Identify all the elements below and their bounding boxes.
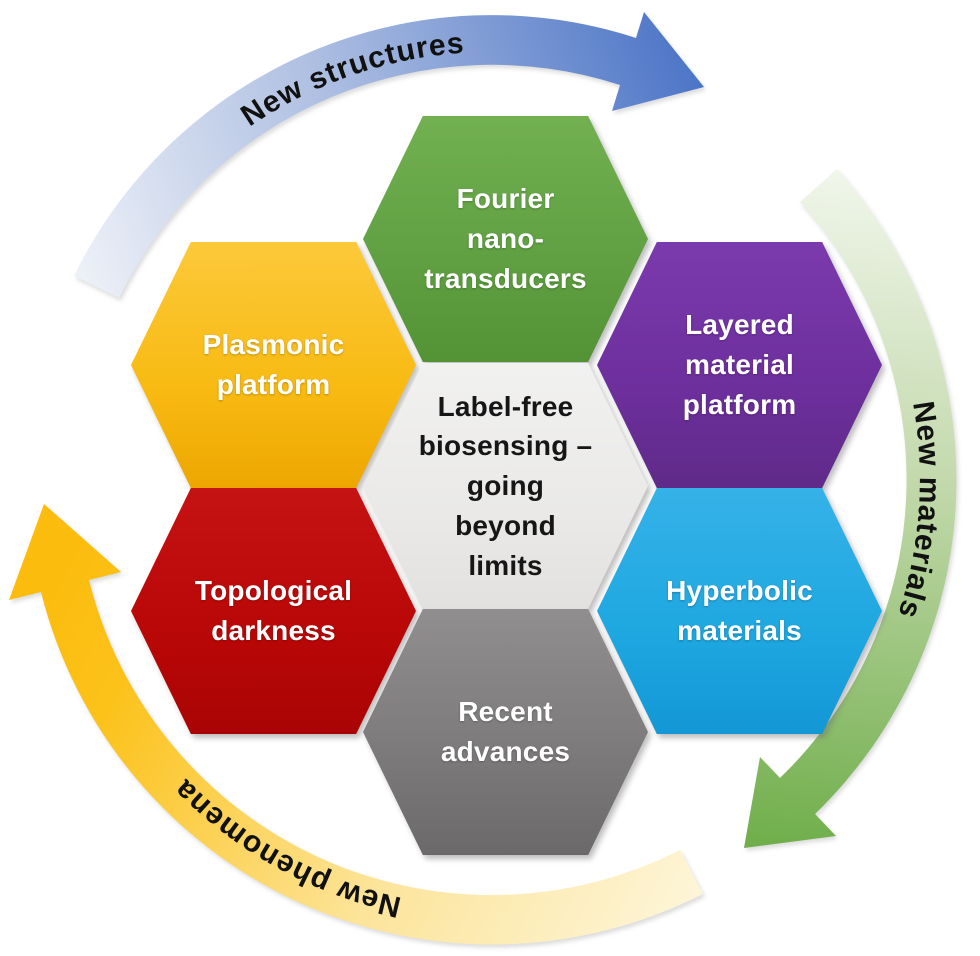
arrow-new-materials <box>744 169 957 848</box>
hexagon-recent-advances: Recent advances <box>363 609 648 855</box>
hexagon-label-fourier: Fourier nano- transducers <box>424 183 587 294</box>
hexagon-label-center: Label-free biosensing – going beyond lim… <box>418 390 593 581</box>
arrow-new-phenomena <box>9 504 703 945</box>
hexagon-label-recent: Recent advances <box>440 696 571 767</box>
hexagon-label-plasmonic: Plasmonic platform <box>202 329 345 400</box>
arrow-new-structures <box>74 12 704 298</box>
hexagon-topological-darkness: Topological darkness <box>131 488 416 734</box>
hexagon-plasmonic-platform: Plasmonic platform <box>131 242 416 488</box>
hexagon-layered-material-platform: Layered material platform <box>597 242 882 488</box>
hexagon-hyperbolic-materials: Hyperbolic materials <box>597 488 882 734</box>
hexagon-center-label-free-biosensing: Label-free biosensing – going beyond lim… <box>363 363 648 609</box>
hexagon-label-layered: Layered material platform <box>682 309 797 420</box>
hexagon-fourier-nano-transducers: Fourier nano- transducers <box>363 116 648 362</box>
hexagon-label-hyperbolic: Hyperbolic materials <box>666 575 813 646</box>
hexagon-label-topological: Topological darkness <box>194 575 353 646</box>
